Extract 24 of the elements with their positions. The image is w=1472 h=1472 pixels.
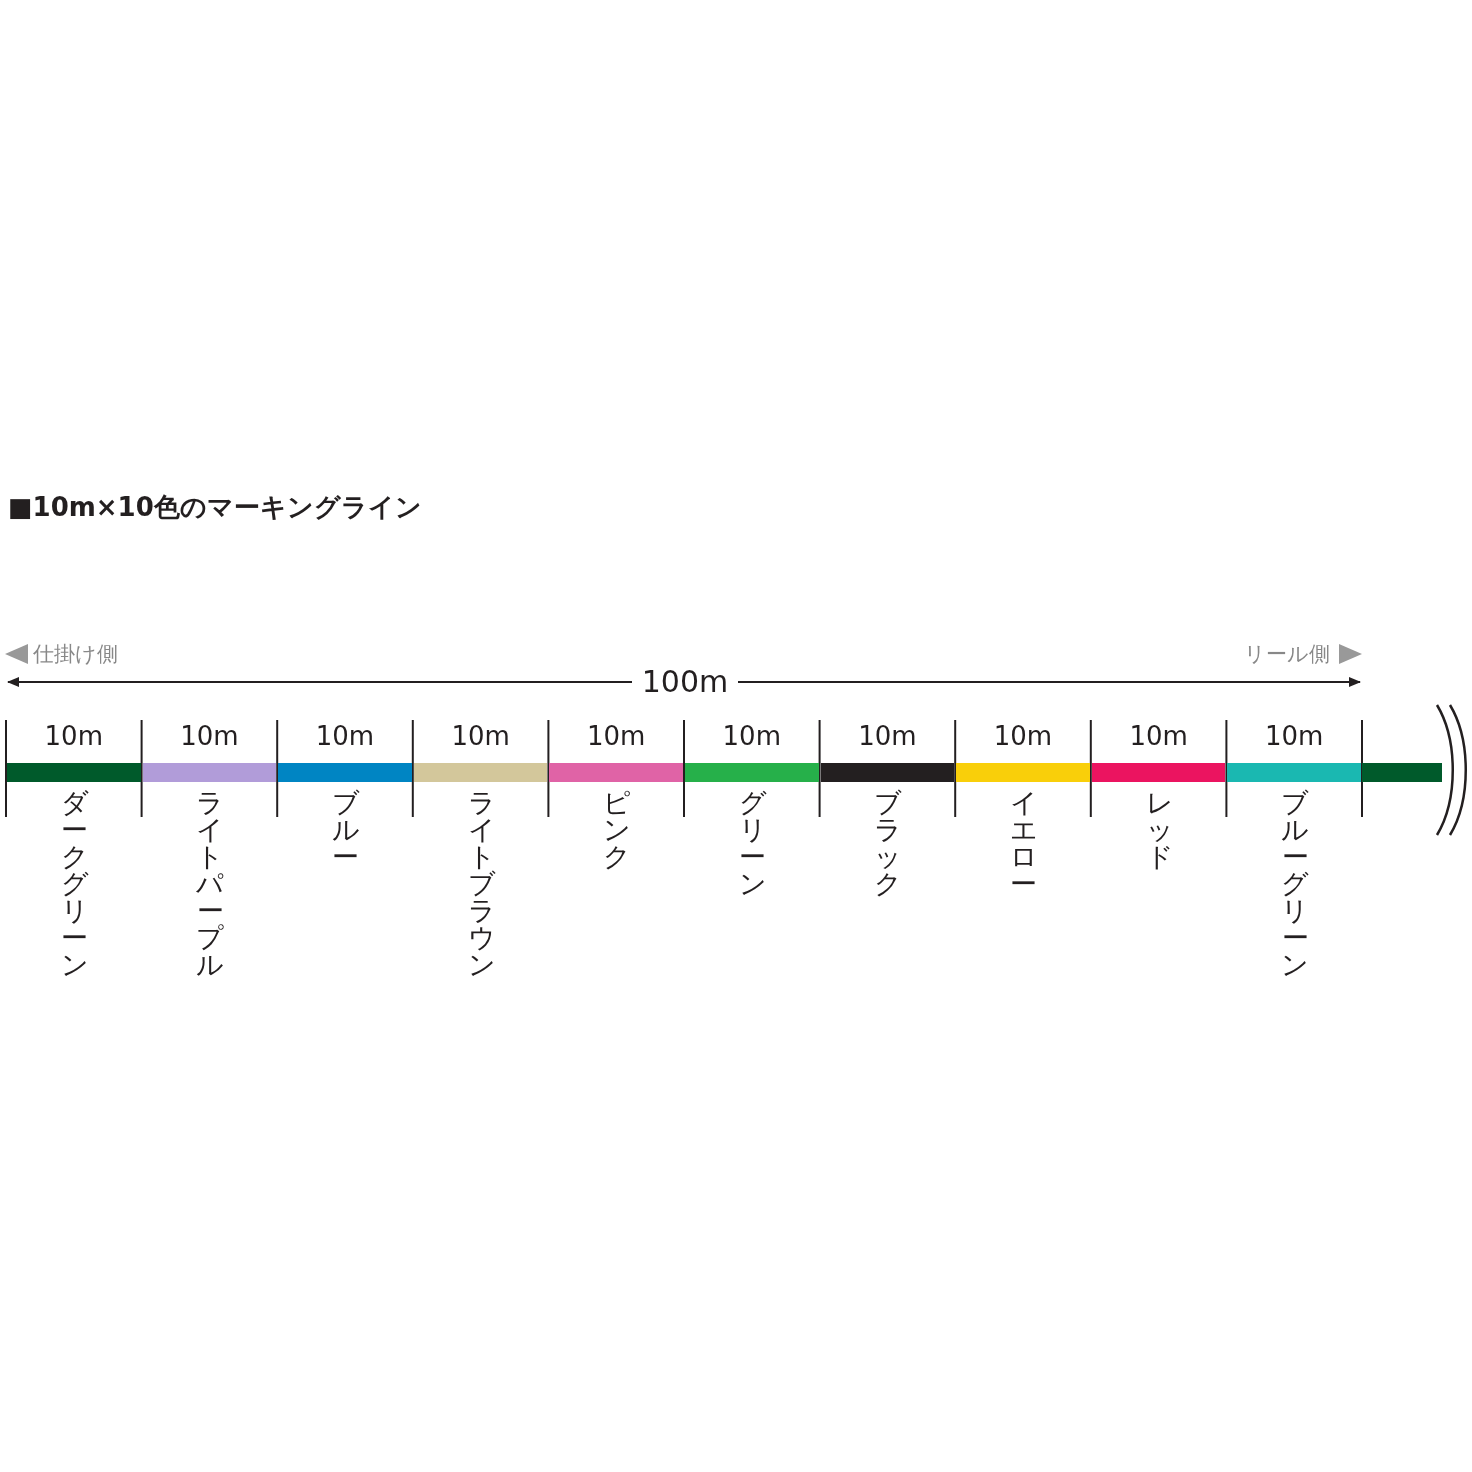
length-label: 10m bbox=[1128, 721, 1189, 751]
length-label: 10m bbox=[585, 721, 647, 751]
color-name: ブラック bbox=[873, 789, 904, 897]
color-name: ブルー bbox=[331, 789, 361, 870]
title: ■10m×10色のマーキングライン bbox=[8, 491, 422, 524]
color-name: ライトパープル bbox=[195, 789, 226, 978]
color-name: イエロー bbox=[1009, 789, 1039, 897]
color-name: ピンク bbox=[602, 789, 633, 870]
color-name: グリーン bbox=[737, 789, 768, 897]
length-label: 10m bbox=[992, 721, 1054, 751]
color-name: ブルーグリーン bbox=[1280, 789, 1311, 978]
length-label: 10m bbox=[314, 721, 376, 751]
side-label: リール側 bbox=[1244, 641, 1330, 668]
length-label: 10m bbox=[450, 721, 511, 751]
length-label: 10m bbox=[857, 721, 918, 751]
length-label: 10m bbox=[43, 721, 104, 751]
color-name: レッド bbox=[1144, 789, 1175, 870]
dimension-label: 100m bbox=[640, 664, 730, 700]
color-name: ダークグリーン bbox=[59, 789, 90, 978]
length-label: 10m bbox=[179, 721, 240, 751]
color-name: ライトブラウン bbox=[466, 789, 497, 978]
length-label: 10m bbox=[721, 721, 782, 751]
side-label: 仕掛け側 bbox=[33, 641, 118, 668]
length-label: 10m bbox=[1263, 721, 1325, 751]
